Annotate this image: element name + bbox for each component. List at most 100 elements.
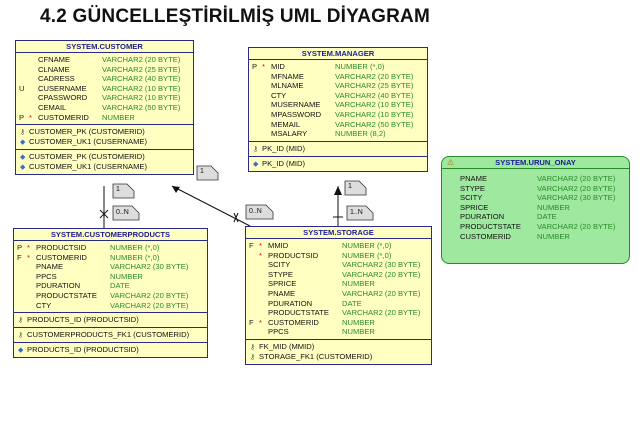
key-row: ◆CUSTOMER_UK1 (CUSERNAME) [20,137,147,147]
card-note-1a [112,183,135,199]
card-note-0n-a [112,205,140,221]
cardinality-label: 1 [116,186,120,193]
table-title: SYSTEM.CUSTOMERPRODUCTS [14,229,207,241]
card-note-0n-b [245,204,274,220]
card-note-1b [196,165,219,181]
arrowhead-icon [334,186,342,195]
crowfoot-mark [99,209,109,219]
rel-customer-storage [171,185,251,227]
key-row: ⚷PK_ID (MID) [253,143,306,153]
key-row: ⚷CUSTOMER_PK (CUSTOMERID) [20,127,145,137]
index-row: ◆CUSTOMER_PK (CUSTOMERID) [20,152,145,162]
warning-icon: ⚠ [447,158,455,167]
fk-row: ⚷CUSTOMERPRODUCTS_FK1 (CUSTOMERID) [18,330,190,340]
index-row: ◆PRODUCTS_ID (PRODUCTSID) [18,345,139,355]
table-title: SYSTEM.CUSTOMER [16,41,193,53]
key-list: ⚷PRODUCTS_ID (PRODUCTSID) [14,313,207,329]
diamond-icon: ◆ [20,154,26,162]
key-row: ⚷PRODUCTS_ID (PRODUCTSID) [18,315,139,325]
cardinality-label: 0..N [116,209,129,216]
cardinality-label: 1..N [350,209,363,216]
key-list: ⚷PK_ID (MID) [249,142,427,157]
diamond-icon: ◆ [20,164,26,172]
fk-list: ⚷CUSTOMERPRODUCTS_FK1 (CUSTOMERID) [14,328,207,344]
key-icon: ⚷ [20,129,26,137]
cardinality-label: 1 [348,183,352,190]
diamond-icon: ◆ [253,160,259,168]
cardinality-label: 1 [200,168,204,175]
index-row: ◆PK_ID (MID) [253,158,306,168]
crowfoot-mark [233,212,239,223]
table-title: SYSTEM.STORAGE [246,227,431,239]
index-list: ◆CUSTOMER_PK (CUSTOMERID) ◆CUSTOMER_UK1 … [16,150,193,174]
card-note-1c [344,180,367,196]
card-note-1n [346,205,374,221]
key-icon: ⚷ [18,317,24,325]
fk-list: ⚷FK_MID (MMID) ⚷STORAGE_FK1 (CUSTOMERID) [246,340,431,364]
foreign-key-icon: ⚷ [250,353,256,361]
table-title: SYSTEM.MANAGER [249,48,427,60]
key-list: ⚷CUSTOMER_PK (CUSTOMERID) ◆CUSTOMER_UK1 … [16,125,193,151]
table-title: SYSTEM.URUN_ONAY [442,157,629,169]
index-row: ◆CUSTOMER_UK1 (CUSERNAME) [20,162,147,172]
index-list: ◆PK_ID (MID) [249,157,427,171]
foreign-key-icon: ⚷ [250,343,256,351]
foreign-key-icon: ⚷ [18,332,24,340]
index-list: ◆PRODUCTS_ID (PRODUCTSID) [14,343,207,357]
diamond-icon: ◆ [20,139,26,147]
cardinality-label: 0..N [249,208,262,215]
key-icon: ⚷ [253,145,259,153]
fk-row: ⚷FK_MID (MMID) [250,341,315,351]
diamond-icon: ◆ [18,347,24,355]
